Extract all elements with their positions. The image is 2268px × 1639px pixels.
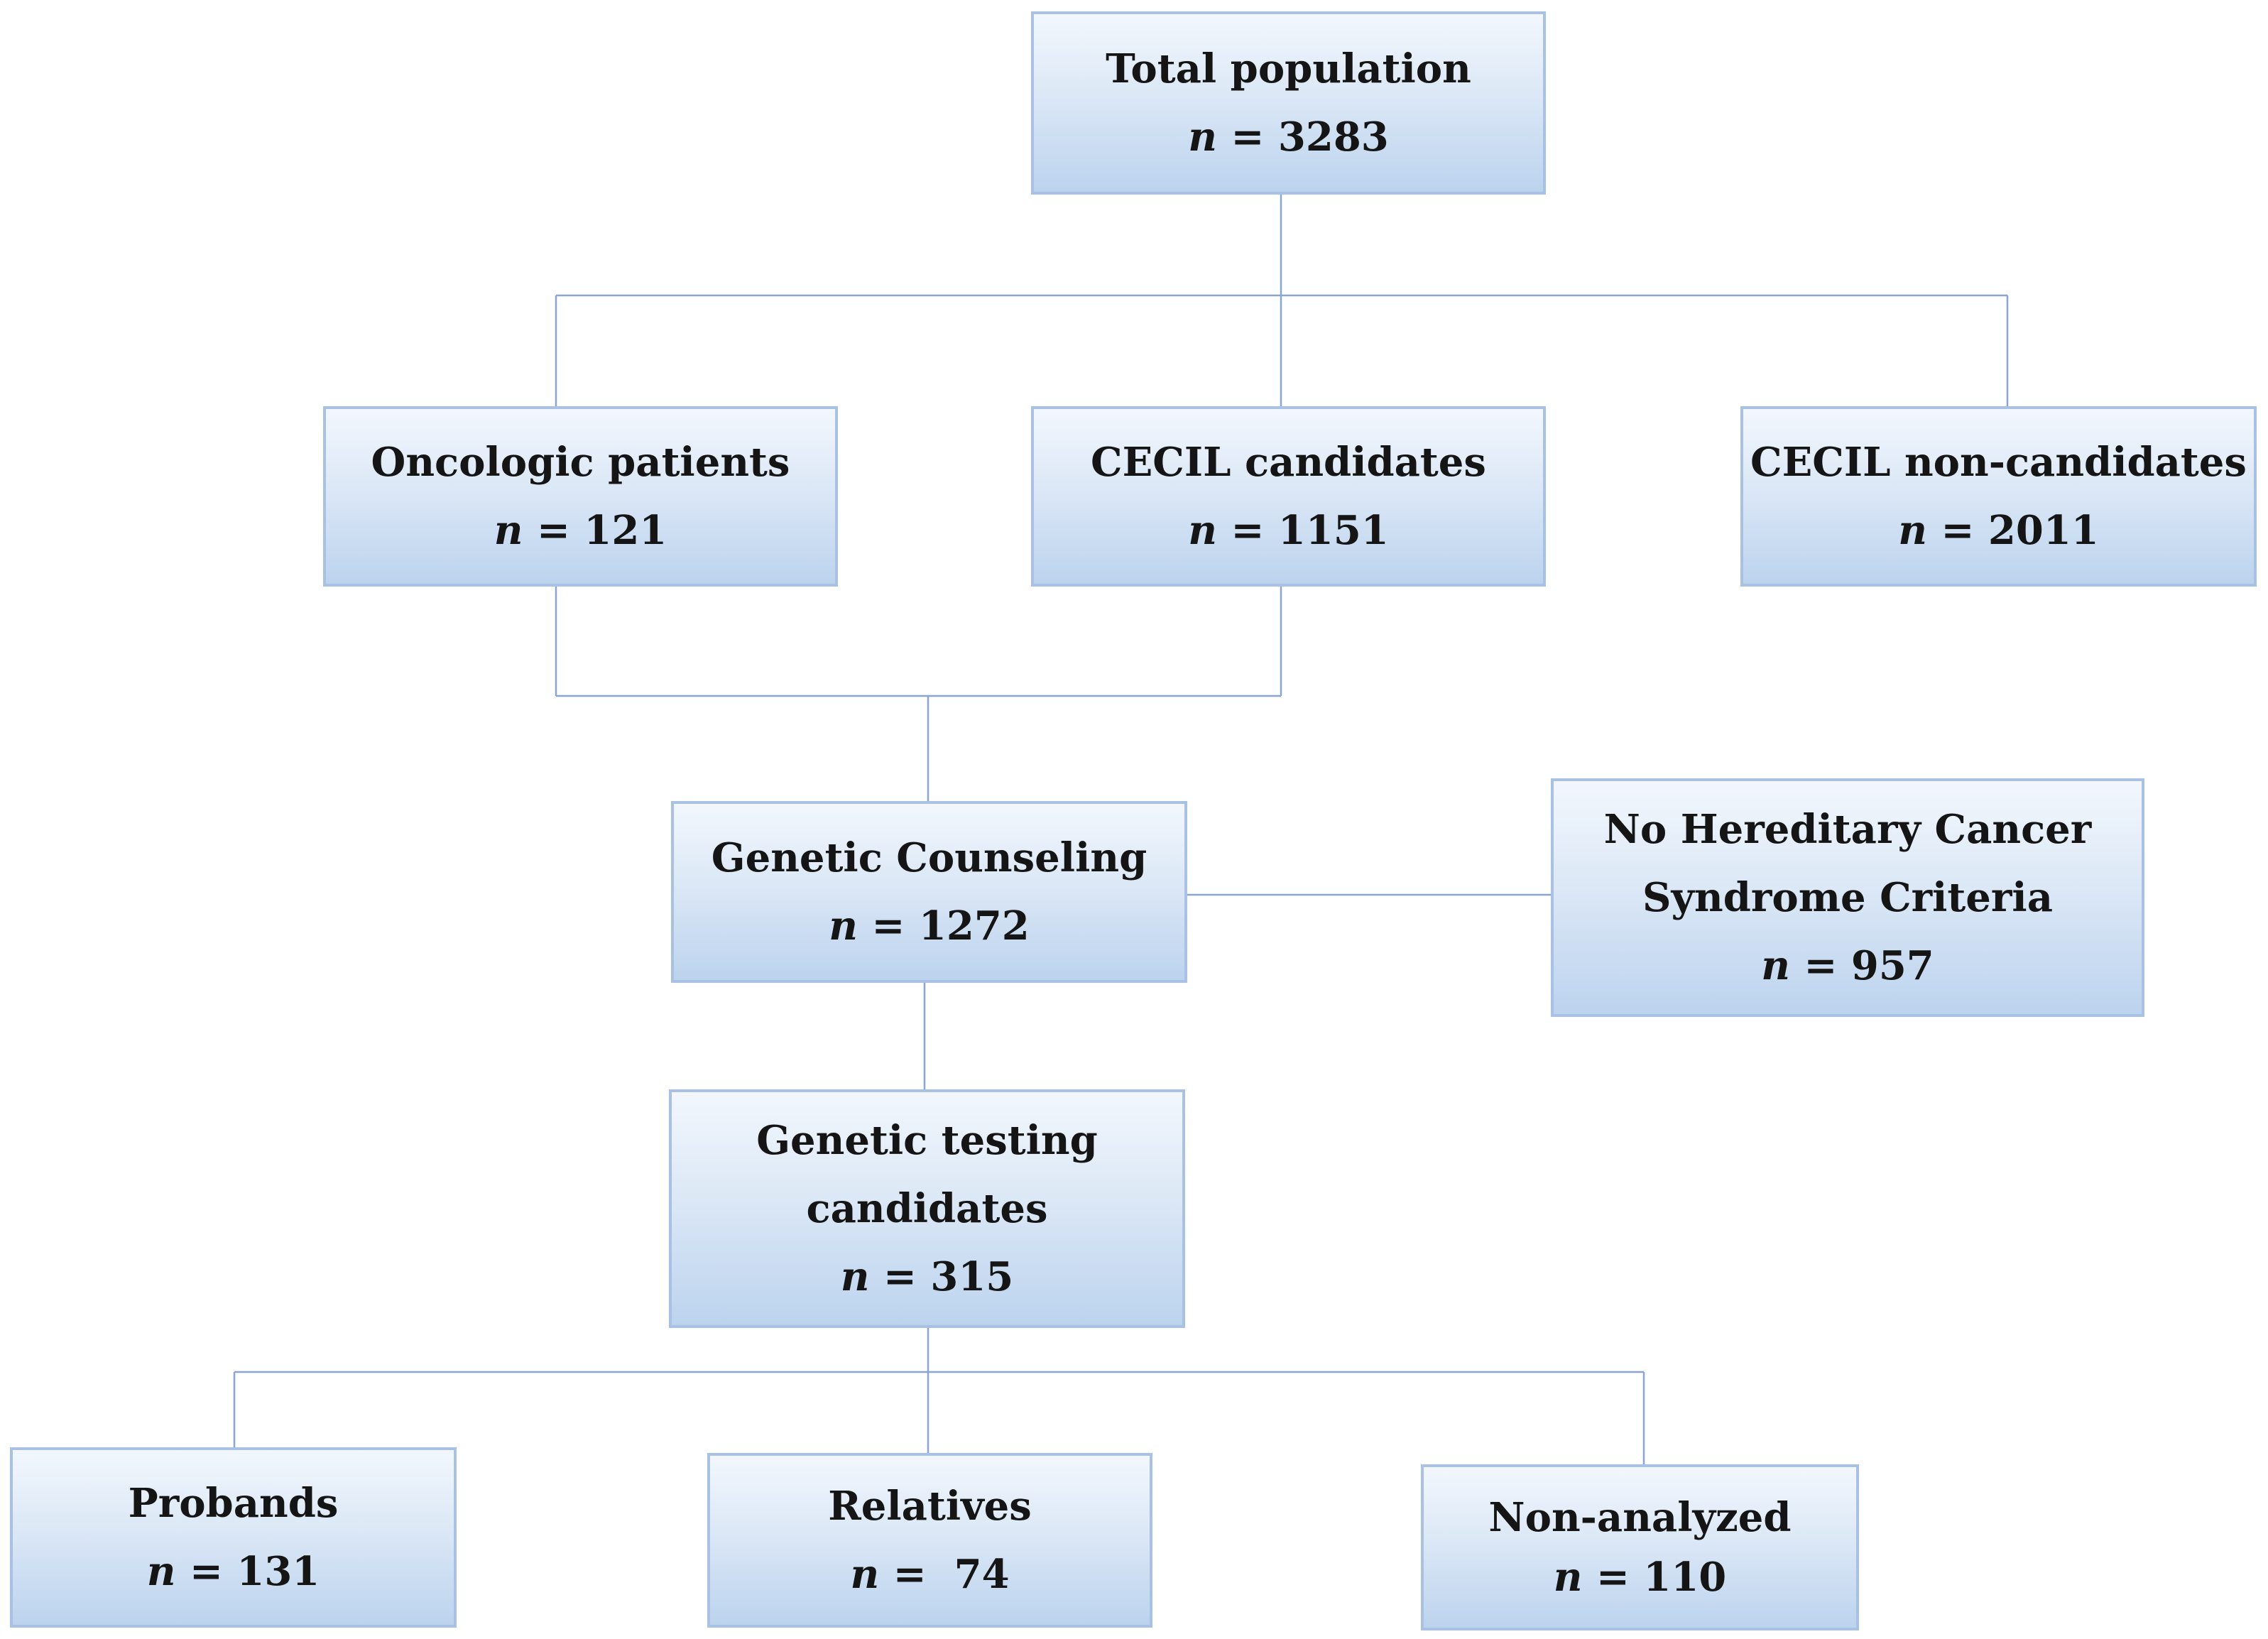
count-value: = 110 [1596, 1554, 1727, 1601]
node-count: n = 3283 [1188, 103, 1389, 171]
node-label: Oncologic patients [371, 439, 790, 486]
node-no-hereditary-criteria: No Hereditary Cancer Syndrome Criteria n… [1551, 778, 2144, 1017]
node-count: n = 121 [494, 496, 667, 565]
node-count: n = 1272 [829, 892, 1030, 960]
node-count: n = 2011 [1898, 496, 2099, 565]
n-symbol: n [850, 1551, 880, 1598]
n-symbol: n [494, 507, 523, 554]
node-cecil-non-candidates: CECIL non-candidates n = 2011 [1740, 406, 2257, 587]
node-label: CECIL candidates [1091, 439, 1486, 486]
node-label: Probands [128, 1480, 339, 1527]
node-count: n = 74 [850, 1540, 1009, 1608]
node-cecil-candidates: CECIL candidates n = 1151 [1031, 406, 1546, 587]
node-genetic-testing-candidates: Genetic testing candidates n = 315 [669, 1089, 1185, 1328]
count-value: = 3283 [1231, 114, 1389, 160]
node-label: CECIL non-candidates [1750, 439, 2247, 486]
count-value: = 315 [883, 1253, 1014, 1300]
node-label-line1: Genetic testing [756, 1117, 1098, 1164]
node-probands: Probands n = 131 [10, 1447, 457, 1628]
node-label-line1: No Hereditary Cancer [1603, 806, 2092, 853]
count-value: = 121 [536, 507, 667, 554]
node-total-population: Total population n = 3283 [1031, 11, 1546, 195]
node-label-line2: candidates [806, 1185, 1048, 1232]
count-value: = 1272 [871, 903, 1030, 949]
node-relatives: Relatives n = 74 [707, 1453, 1152, 1628]
node-non-analyzed: Non-analyzed n = 110 [1421, 1464, 1859, 1630]
n-symbol: n [146, 1548, 176, 1595]
count-value: = 74 [893, 1551, 1010, 1598]
n-symbol: n [1761, 942, 1790, 989]
node-label: Total population [1106, 45, 1471, 92]
count-value: = 2011 [1941, 507, 2099, 554]
node-count: n = 315 [841, 1243, 1014, 1311]
node-count: n = 1151 [1188, 496, 1389, 565]
n-symbol: n [1188, 114, 1217, 160]
node-count: n = 957 [1761, 932, 1934, 1000]
node-label: Relatives [828, 1483, 1032, 1530]
node-count: n = 110 [1554, 1547, 1727, 1607]
count-value: = 957 [1804, 942, 1934, 989]
count-value: = 131 [189, 1548, 320, 1595]
n-symbol: n [1553, 1554, 1583, 1601]
n-symbol: n [840, 1253, 870, 1300]
node-oncologic-patients: Oncologic patients n = 121 [323, 406, 838, 587]
n-symbol: n [829, 903, 858, 949]
node-label: Genetic Counseling [711, 834, 1147, 881]
node-label-line2: Syndrome Criteria [1642, 874, 2053, 921]
node-genetic-counseling: Genetic Counseling n = 1272 [671, 801, 1187, 983]
node-label: Non-analyzed [1488, 1494, 1792, 1541]
n-symbol: n [1188, 507, 1217, 554]
count-value: = 1151 [1231, 507, 1389, 554]
n-symbol: n [1898, 507, 1927, 554]
node-count: n = 131 [147, 1537, 320, 1606]
